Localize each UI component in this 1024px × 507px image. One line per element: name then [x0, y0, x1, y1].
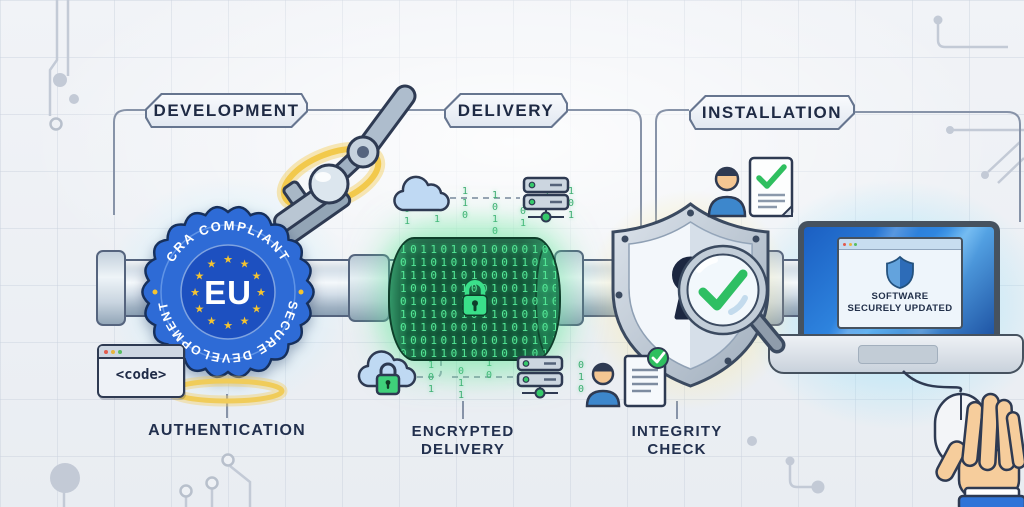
caption-integrity-line1: INTEGRITY [631, 423, 723, 440]
cloud-icon [393, 175, 450, 212]
caption-encrypted-line2: DELIVERY [420, 441, 506, 458]
stage-label-installation: INSTALLATION [691, 97, 853, 128]
code-label: <code> [115, 367, 167, 383]
stage-box-installation: INSTALLATION [689, 95, 855, 130]
stage-box-delivery: DELIVERY [444, 93, 568, 128]
code-window-title-bar [99, 346, 183, 359]
sleeve-cuff [957, 494, 1024, 507]
traffic-light-green [118, 349, 122, 354]
user-checklist-icon [585, 347, 669, 408]
server-stack-icon [522, 176, 570, 223]
code-window: <code> [97, 344, 185, 398]
caption-encrypted-line1: ENCRYPTED [411, 423, 515, 440]
caption-integrity-line2: CHECK [647, 441, 707, 458]
stage-label-development: DEVELOPMENT [147, 95, 306, 126]
stage-box-development: DEVELOPMENT [145, 93, 308, 128]
user-document-icon [707, 156, 794, 218]
traffic-light-yellow [111, 349, 115, 354]
server-stack-icon [516, 355, 564, 399]
traffic-light-red [104, 349, 108, 354]
hand-mouse [933, 392, 1024, 507]
stage-label-delivery: DELIVERY [446, 95, 566, 126]
caption-authentication: AUTHENTICATION [148, 422, 306, 439]
cloud-lock-icon [357, 350, 417, 396]
